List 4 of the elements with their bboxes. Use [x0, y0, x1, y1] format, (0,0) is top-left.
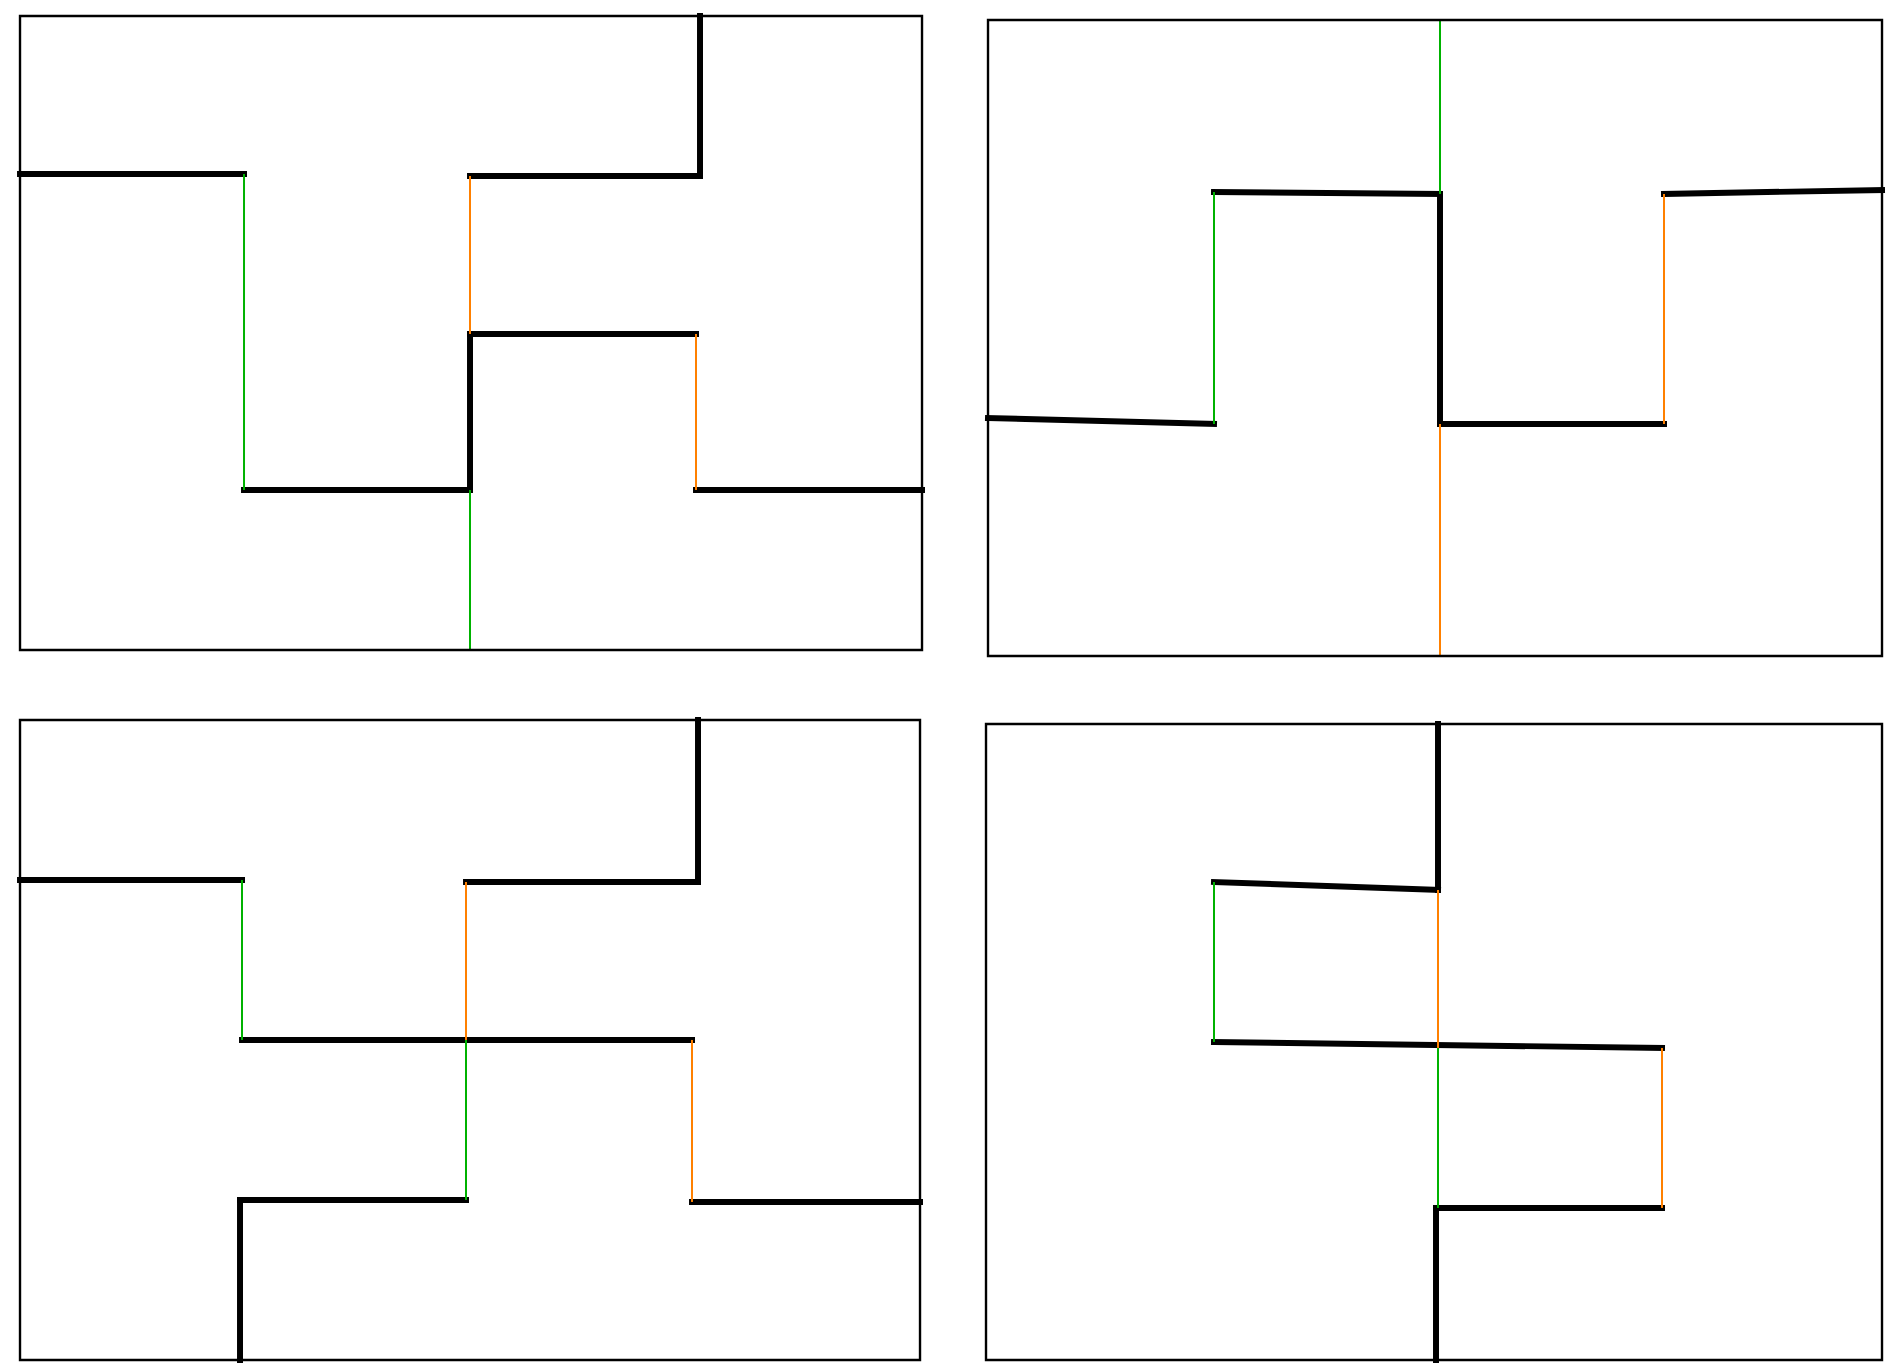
panel-drawing	[17, 13, 925, 652]
panel-drawing	[985, 18, 1885, 658]
panel-drawing	[984, 721, 1884, 1363]
panel-drawing	[17, 717, 923, 1363]
